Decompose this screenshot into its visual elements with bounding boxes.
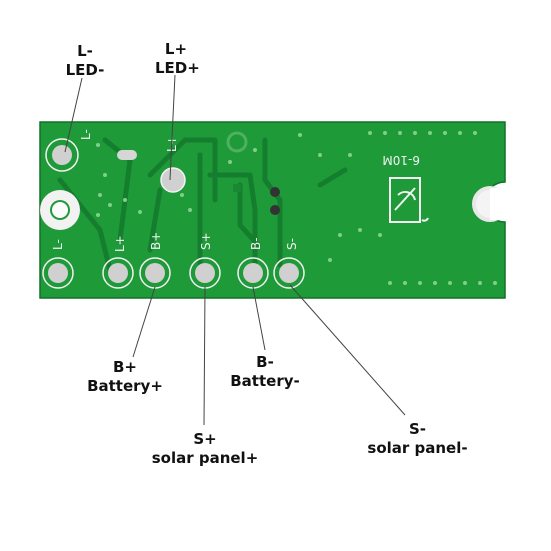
silk-b-plus: B+ — [149, 232, 163, 250]
label-b-plus-name: Battery+ — [87, 376, 163, 395]
label-b-minus: B- Battery- — [225, 353, 305, 391]
silk-l-minus-bottom: L- — [51, 239, 65, 250]
oval-slot — [117, 150, 137, 160]
label-l-minus-code: L- — [77, 42, 93, 60]
silk-b-minus: B- — [249, 237, 263, 250]
bottom-pads — [42, 257, 305, 289]
label-l-minus: L- LED- — [65, 42, 105, 80]
label-s-minus-name: solar panel- — [367, 438, 468, 457]
label-s-plus-code: S+ — [193, 430, 217, 448]
label-l-plus: L+ LED+ — [155, 40, 200, 78]
label-b-minus-code: B- — [256, 353, 274, 371]
label-l-plus-code: L+ — [164, 40, 188, 58]
silk-s-minus: S- — [285, 238, 299, 250]
pad-l-minus-top — [45, 138, 79, 172]
label-s-plus: S+ solar panel+ — [150, 430, 260, 468]
logo-icon — [389, 177, 429, 223]
label-b-minus-name: Battery- — [230, 371, 300, 390]
label-s-minus-code: S- — [408, 420, 427, 438]
label-s-minus: S- solar panel- — [355, 420, 480, 458]
silk-model: 6-10M — [382, 153, 420, 167]
label-l-minus-name: LED- — [65, 60, 105, 79]
silk-s-plus: S+ — [199, 232, 213, 250]
label-b-plus: B+ Battery+ — [80, 358, 170, 396]
label-s-plus-name: solar panel+ — [151, 448, 259, 467]
silk-l-plus-bottom: L+ — [113, 235, 127, 252]
label-b-plus-code: B+ — [112, 358, 137, 376]
leader-lines — [64, 74, 406, 426]
silk-l-minus-top: L- — [79, 129, 93, 140]
pad-l-plus — [160, 167, 186, 193]
label-l-plus-name: LED+ — [155, 58, 200, 77]
